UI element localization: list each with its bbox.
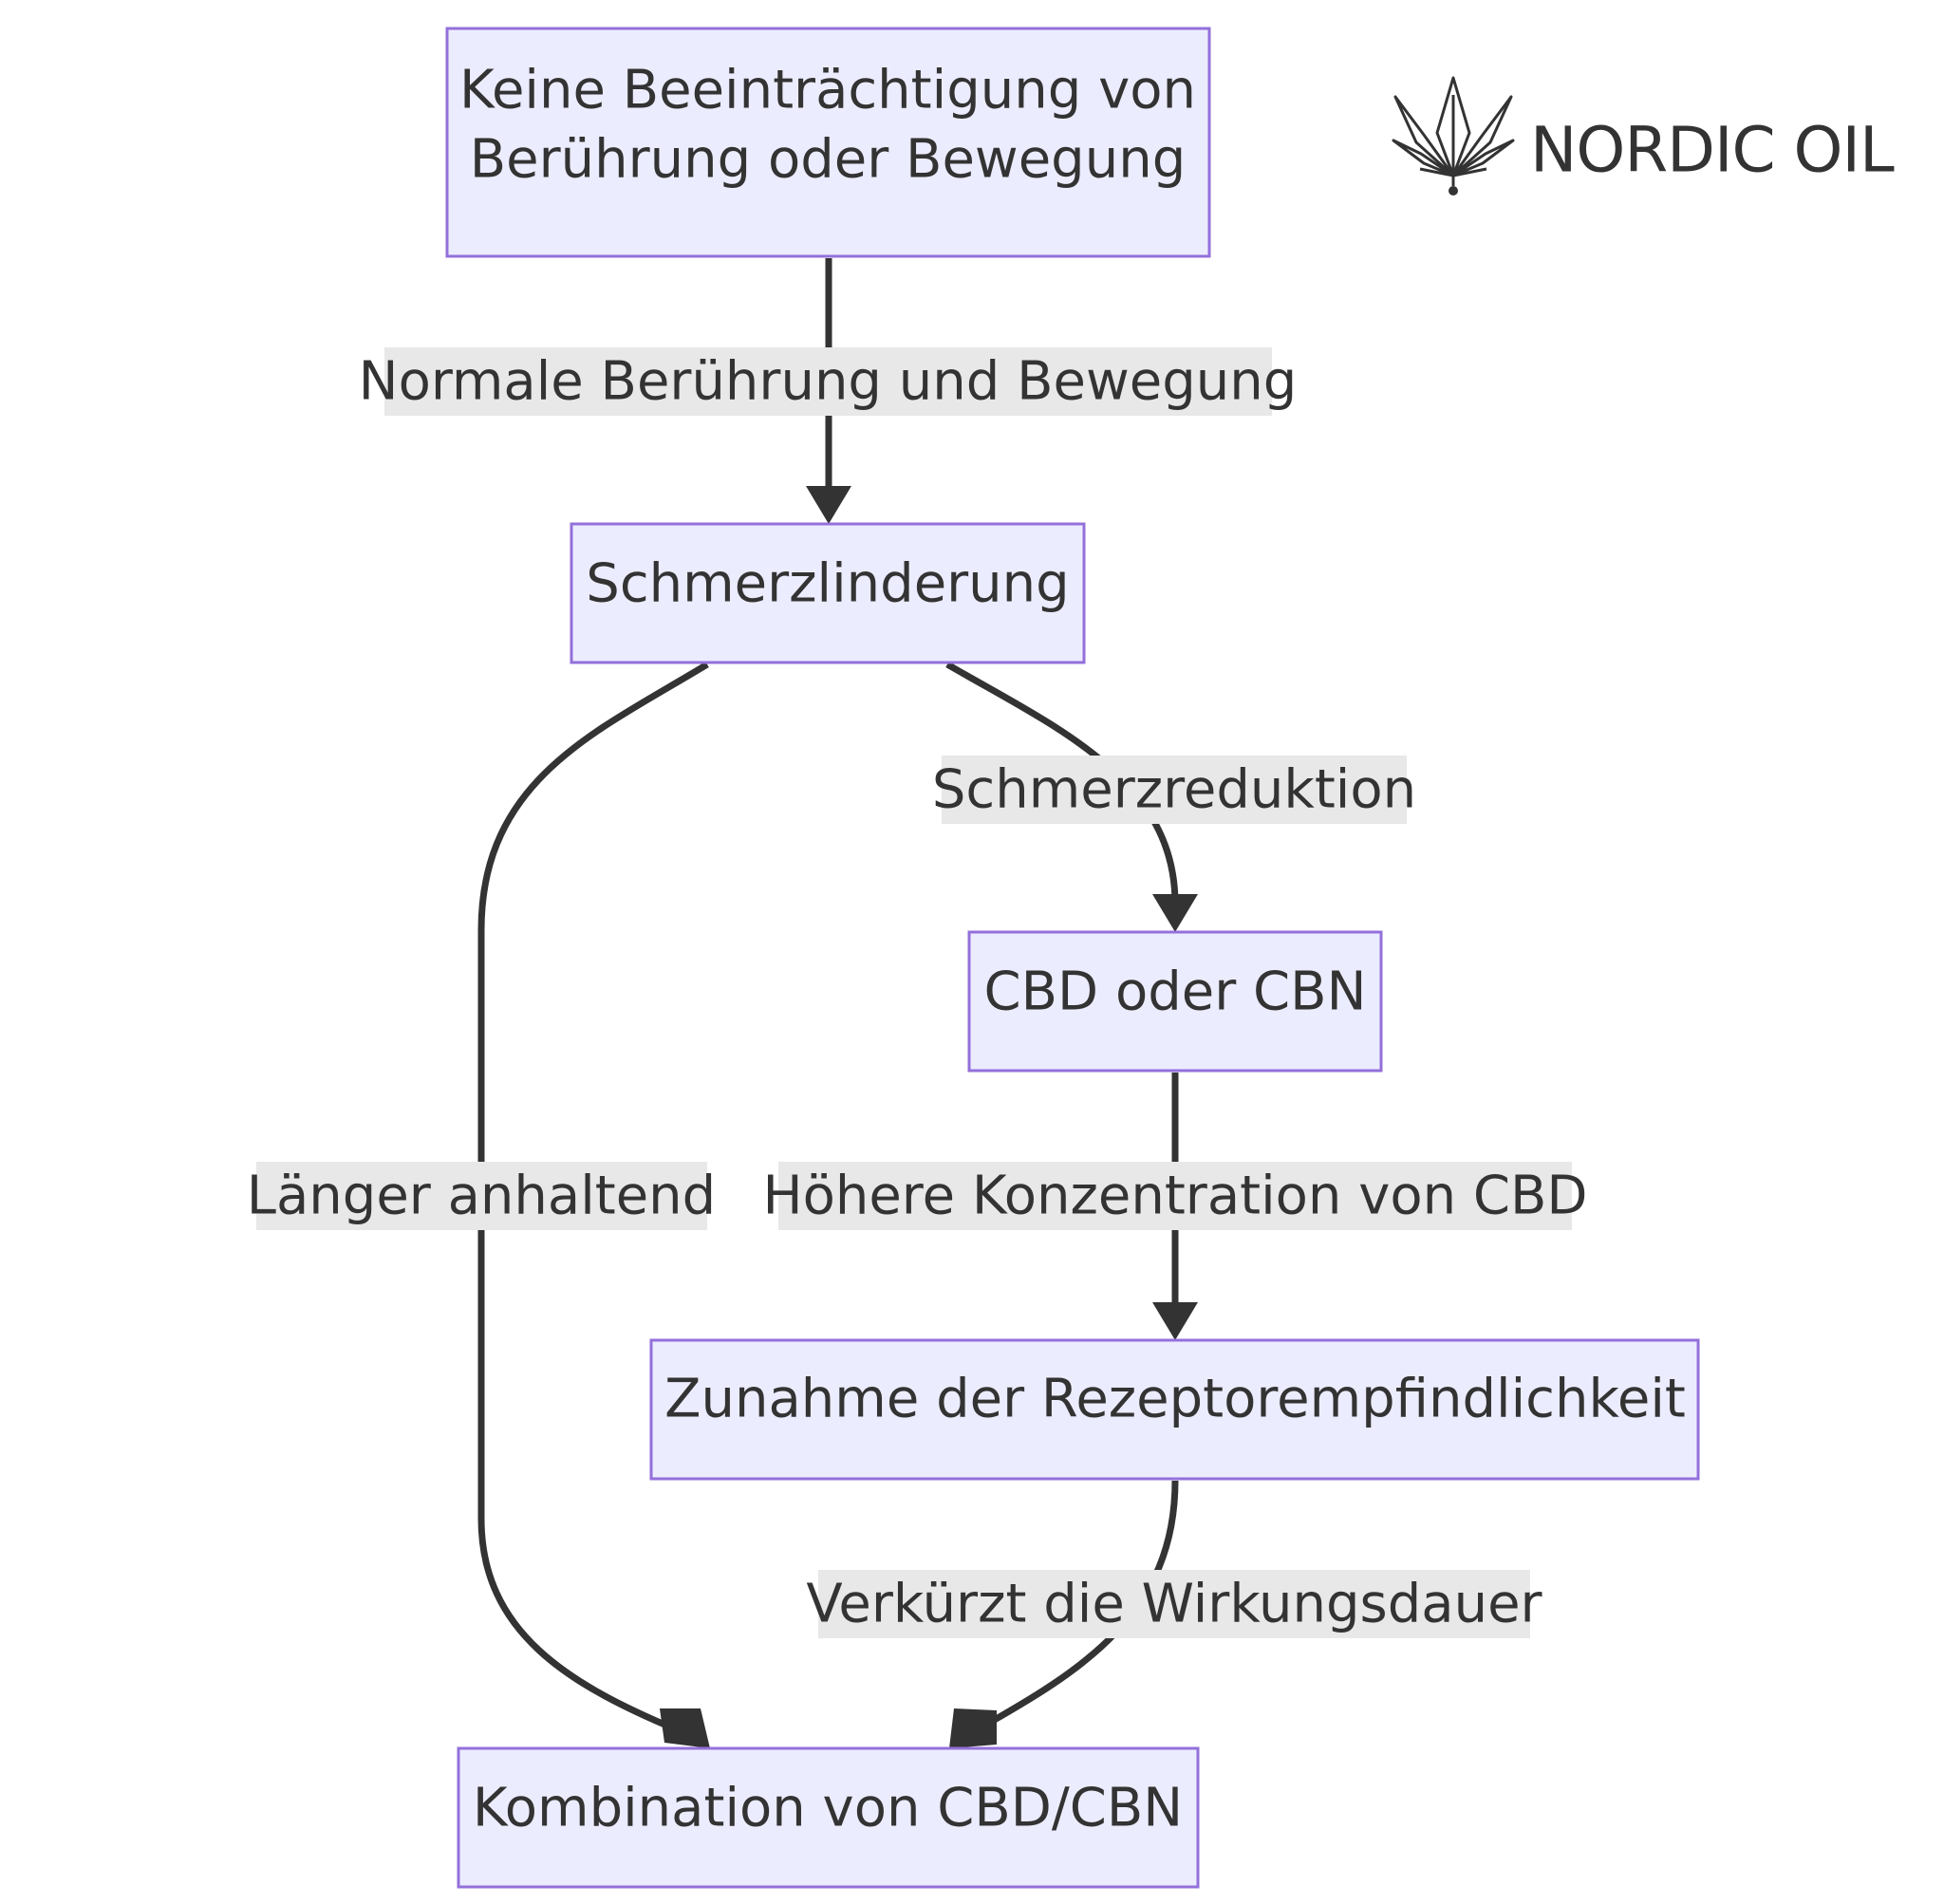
edge-label-background bbox=[942, 756, 1407, 824]
edge-label-background bbox=[256, 1162, 707, 1230]
node-cbd-oder-cbn: CBD oder CBN bbox=[967, 930, 1383, 1073]
node-zunahme-rezeptorempfindlichkeit: Zunahme der Rezeptorempfindlichkeit bbox=[649, 1338, 1700, 1481]
node-label: Zunahme der Rezeptorempfindlichkeit bbox=[664, 1369, 1686, 1430]
arrow-head bbox=[660, 1708, 710, 1748]
edge-label-verkuerzt: Verkürzt die Wirkungsdauer bbox=[806, 1570, 1543, 1638]
node-label-line-2: Berührung oder Bewegung bbox=[470, 129, 1187, 191]
cannabis-leaf-icon bbox=[1392, 76, 1515, 196]
edge-label-background bbox=[778, 1162, 1572, 1230]
node-box bbox=[649, 1338, 1700, 1481]
edge-label-normale: Normale Berührung und Bewegung bbox=[359, 347, 1298, 416]
oil-drop bbox=[1449, 186, 1458, 196]
edge-label-hoehere: Höhere Konzentration von CBD bbox=[762, 1162, 1588, 1230]
brand-logo: NORDIC OIL bbox=[1392, 76, 1896, 196]
edge-label-text: Verkürzt die Wirkungsdauer bbox=[806, 1574, 1542, 1635]
node-schmerzlinderung: Schmerzlinderung bbox=[570, 522, 1086, 664]
node-kombination: Kombination von CBD/CBN bbox=[457, 1746, 1200, 1889]
node-label: Schmerzlinderung bbox=[586, 553, 1069, 615]
edge-label-text: Schmerzreduktion bbox=[932, 759, 1416, 821]
node-label: CBD oder CBN bbox=[984, 961, 1367, 1023]
arrow-head bbox=[1152, 894, 1198, 932]
edge-label-background bbox=[384, 347, 1272, 416]
node-box bbox=[445, 27, 1211, 258]
node-box bbox=[967, 930, 1383, 1073]
edge-label-laenger: Länger anhaltend bbox=[247, 1162, 716, 1230]
edge-label-text: Normale Berührung und Bewegung bbox=[359, 351, 1298, 413]
node-label: Kombination von CBD/CBN bbox=[473, 1778, 1183, 1839]
edge-label-background bbox=[818, 1570, 1530, 1638]
arrow-head bbox=[1152, 1302, 1198, 1340]
node-box bbox=[570, 522, 1086, 664]
edge-label-text: Länger anhaltend bbox=[247, 1166, 716, 1227]
edge-label-text: Höhere Konzentration von CBD bbox=[762, 1166, 1587, 1227]
arrow-head bbox=[806, 486, 851, 524]
arrow-head bbox=[949, 1708, 997, 1748]
brand-name: NORDIC OIL bbox=[1530, 114, 1895, 187]
node-label-line-1: Keine Beeinträchtigung von bbox=[459, 60, 1196, 121]
edge-schmerzlinderung-to-kombination bbox=[477, 662, 710, 1748]
node-box bbox=[457, 1746, 1200, 1889]
edge-label-schmerzreduktion: Schmerzreduktion bbox=[932, 756, 1416, 824]
node-keine-beeintraechtigung: Keine Beeinträchtigung von Berührung ode… bbox=[445, 27, 1211, 258]
edge-line bbox=[477, 662, 709, 1733]
